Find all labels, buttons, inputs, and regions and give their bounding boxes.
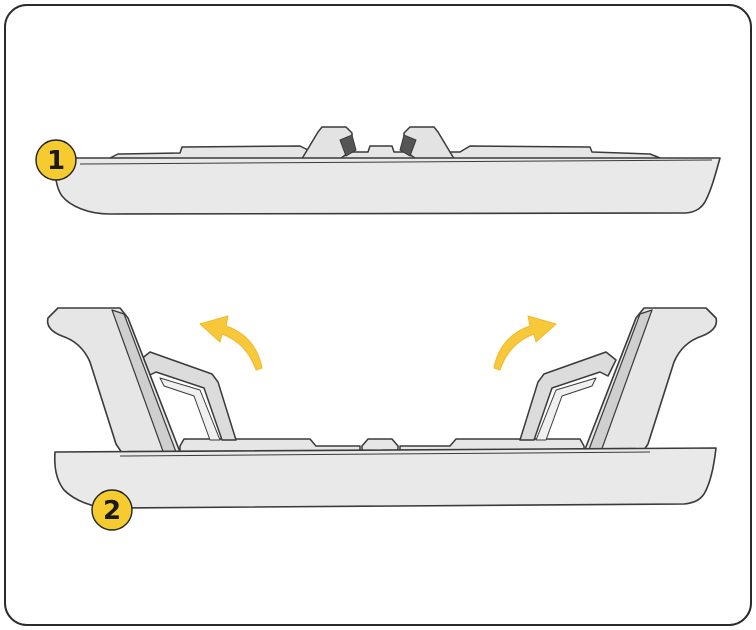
curved-arrow-up-right-icon [493,315,557,371]
step-1-badge: 1 [35,139,77,181]
unfolded-base [53,447,717,509]
folded-hinge-left [339,134,357,157]
step-1-number: 1 [47,146,65,176]
unfolded-strut-right-inner [535,377,597,441]
folded-base [53,157,721,215]
unfolded-strut-right [519,351,617,441]
unfolded-base-seam [119,451,651,457]
step-2-badge: 2 [91,489,133,531]
unfolded-device [46,307,718,509]
unfolded-strut-left [139,351,237,441]
step-1-circle [35,139,77,181]
curved-arrow-up-left-icon [199,315,263,371]
step-2-number: 2 [103,496,121,526]
folded-base-seam [79,159,713,165]
unfolded-strut-left-inner [159,377,221,441]
step-2-circle [91,489,133,531]
folded-hinge-right [399,134,417,157]
folded-device [53,126,721,215]
